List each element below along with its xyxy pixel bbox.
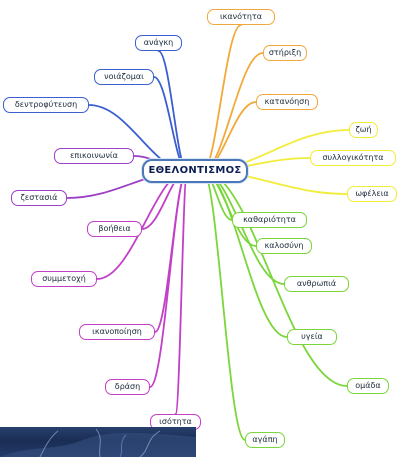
node-kalosyni: καλοσύνη: [256, 238, 312, 254]
node-dentrofytefsi: δεντροφύτευση: [3, 97, 89, 113]
node-ikanotita: ικανότητα: [207, 9, 275, 25]
node-zestasia: ζεστασιά: [11, 190, 67, 206]
node-ikanopoiisi: ικανοποίηση: [79, 324, 155, 340]
node-epikoinonia: επικοινωνία: [54, 148, 134, 164]
node-ofeleia: ωφέλεια: [347, 186, 397, 202]
node-drasi: δράση: [105, 379, 150, 395]
connector-agapi: [202, 170, 246, 441]
node-noiazomai: νοιάζομαι: [94, 69, 154, 85]
node-ygeia: υγεία: [287, 329, 337, 345]
connector-ygeia: [202, 170, 288, 338]
node-zoi: ζωή: [349, 122, 378, 138]
node-voitheia: βοήθεια: [87, 221, 142, 237]
node-anagki: ανάγκη: [135, 35, 182, 51]
node-symmetoxi: συμμετοχή: [31, 271, 97, 287]
node-stirixi: στήριξη: [263, 45, 307, 61]
node-katanoisi: κατανόηση: [256, 94, 318, 110]
background-photo: [0, 427, 196, 457]
node-agapi: αγάπη: [245, 432, 285, 448]
connector-anagki: [157, 50, 188, 172]
node-syllogikotita: συλλογικότητα: [310, 150, 396, 166]
node-anthropia: ανθρωπιά: [284, 276, 349, 292]
node-omada: ομάδα: [347, 378, 389, 394]
center-node: ΕΘΕΛΟΝΤΙΣΜΟΣ: [142, 159, 248, 183]
node-katharioita: καθαριότητα: [232, 212, 307, 228]
